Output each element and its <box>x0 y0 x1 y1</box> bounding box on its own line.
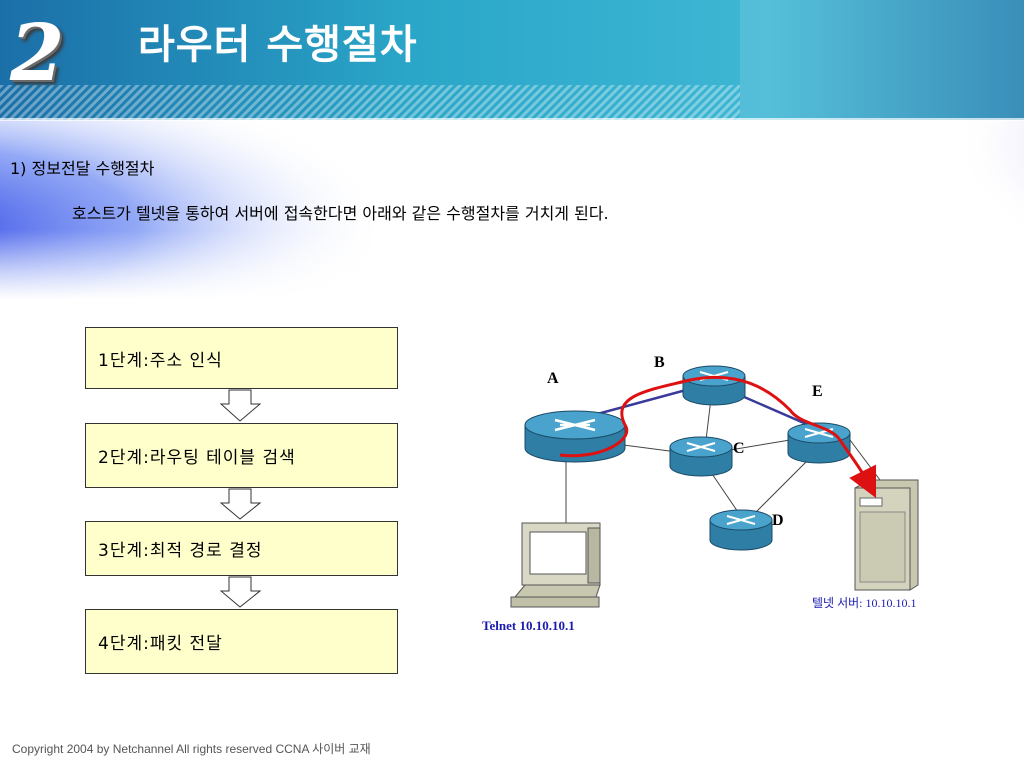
router-icon <box>787 422 851 464</box>
step-box-2: 2단계:라우팅 테이블 검색 <box>85 423 398 488</box>
step-label-1: 1단계:주소 인식 <box>98 350 223 371</box>
section-heading: 1) 정보전달 수행절차 <box>10 159 155 178</box>
description: 호스트가 텔넷을 통하여 서버에 접속한다면 아래와 같은 수행절차를 거치게 … <box>72 204 609 223</box>
router-icon <box>709 509 773 551</box>
step-label-3: 3단계:최적 경로 결정 <box>98 541 263 561</box>
slide-number: 2 <box>10 8 65 99</box>
step-box-4: 4단계:패킷 전달 <box>85 609 398 674</box>
computer-icon <box>510 522 601 608</box>
router-label-b: B <box>654 354 665 371</box>
step-label-4: 4단계:패킷 전달 <box>98 634 223 654</box>
footer-copyright: Copyright 2004 by Netchannel All rights … <box>12 742 371 756</box>
server-label: 텔넷 서버: 10.10.10.1 <box>812 596 917 610</box>
network-diagram: A B C D E Telnet 10.10.10.1 텔넷 서버: 10.10… <box>482 354 919 633</box>
step-label-2: 2단계:라우팅 테이블 검색 <box>98 448 296 468</box>
page-title: 라우터 수행절차 <box>138 22 418 68</box>
header-banner <box>0 0 1024 300</box>
host-label: Telnet 10.10.10.1 <box>482 618 575 633</box>
router-icon <box>669 436 733 477</box>
router-label-d: D <box>772 512 784 529</box>
step-box-3: 3단계:최적 경로 결정 <box>85 521 398 576</box>
down-arrow-icon <box>220 576 262 608</box>
down-arrow-icon <box>220 488 262 520</box>
router-label-a: A <box>547 370 559 387</box>
router-label-c: C <box>733 440 745 457</box>
server-icon <box>854 479 919 591</box>
down-arrow-icon <box>220 389 262 422</box>
route-path <box>559 375 877 499</box>
step-box-1: 1단계:주소 인식 <box>85 327 398 389</box>
router-icon <box>682 365 746 406</box>
router-icon <box>524 410 626 463</box>
router-label-e: E <box>812 383 823 400</box>
